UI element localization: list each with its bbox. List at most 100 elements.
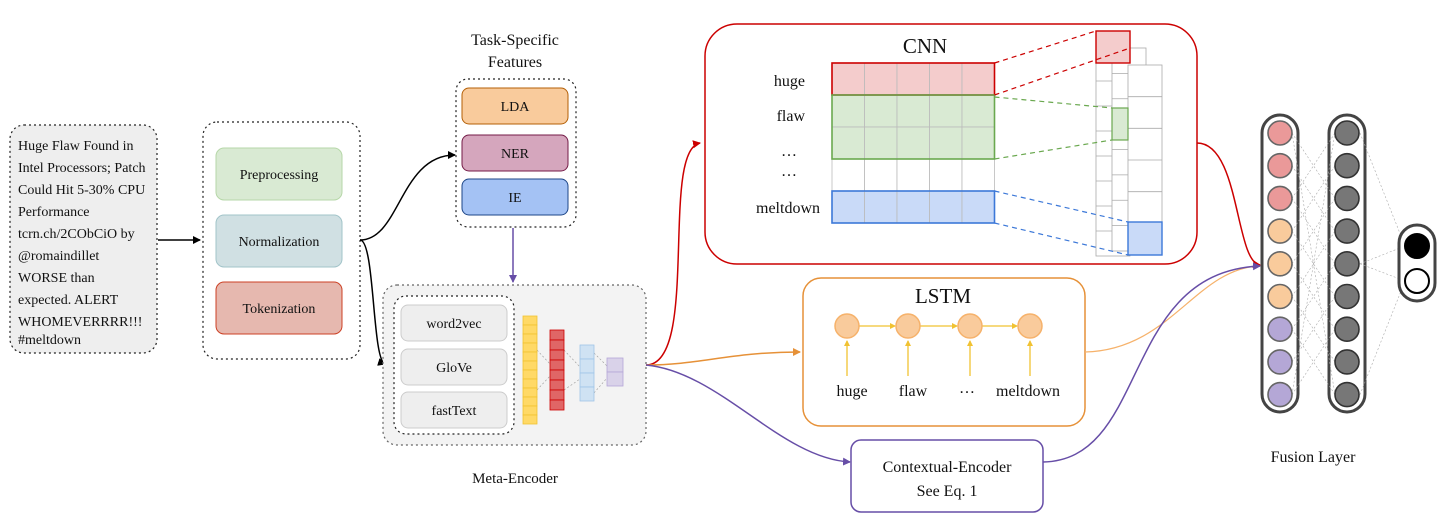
- meta-net-cell: [549, 369, 565, 381]
- fusion-input-node: [1267, 283, 1293, 310]
- feature-cell-blue: [1127, 221, 1163, 256]
- fusion-connections: [1291, 132, 1406, 395]
- meta-net-cell: [549, 389, 565, 401]
- fusion-input-node: [1267, 349, 1293, 375]
- cnn-word-meltdown: meltdown: [756, 200, 820, 217]
- meta-net-cell: [606, 371, 624, 387]
- lstm-word-ellipsis: …: [959, 380, 975, 397]
- fusion-hidden-node: [1334, 152, 1360, 179]
- arrow-to-task-features: [359, 151, 456, 241]
- tokenization-label: Tokenization: [243, 302, 316, 317]
- arrow-contextual-to-fusion: [1042, 262, 1261, 463]
- tweet-line: #meltdown: [18, 333, 81, 348]
- cnn-cell: [929, 62, 963, 96]
- fusion-input-node: [1267, 185, 1293, 212]
- cnn-cell: [896, 190, 930, 224]
- cnn-feature-maps: [994, 30, 1163, 257]
- lda-label: LDA: [501, 100, 531, 115]
- meta-net-cell: [522, 387, 538, 398]
- fasttext-box: [400, 391, 508, 429]
- meta-net-cell: [549, 379, 565, 391]
- cnn-word-ellipsis: …: [781, 163, 797, 180]
- tweet-line: Could Hit 5-30% CPU: [18, 183, 145, 198]
- meta-net-cell: [579, 344, 595, 360]
- cnn-title: CNN: [903, 34, 947, 58]
- preprocessing-group: Preprocessing Normalization Tokenization: [202, 121, 361, 360]
- cnn-cell: [961, 190, 995, 224]
- meta-net-link: [536, 349, 551, 365]
- meta-net-cell: [522, 369, 538, 380]
- meta-net-cell: [606, 357, 624, 373]
- ie-box: [461, 178, 569, 216]
- meta-net-cell: [549, 339, 565, 351]
- contextual-encoder-title: Contextual-Encoder: [883, 459, 1013, 476]
- cnn-projection: [994, 139, 1113, 160]
- cnn-projection: [994, 47, 1131, 96]
- fusion-link: [1291, 198, 1336, 264]
- lstm-title: LSTM: [915, 284, 971, 308]
- fusion-output-link: [1359, 280, 1406, 395]
- cnn-cell: [831, 126, 865, 160]
- glove-box: [400, 348, 508, 386]
- tweet-line: expected. ALERT: [18, 293, 119, 308]
- ner-label: NER: [501, 147, 530, 162]
- fusion-link: [1291, 132, 1336, 199]
- fusion-hidden-node: [1334, 316, 1360, 343]
- cnn-filter-green: [831, 94, 996, 160]
- arrow-lstm-to-fusion: [1084, 265, 1259, 353]
- fusion-link: [1291, 230, 1336, 297]
- tweet-line: WORSE than: [18, 271, 95, 286]
- cnn-group: CNN huge flaw … … meltdown: [704, 23, 1198, 265]
- fusion-link: [1291, 132, 1336, 199]
- fusion-hidden-node: [1334, 381, 1360, 408]
- fusion-input-node: [1267, 152, 1293, 179]
- lstm-group: LSTM huge flaw … meltdown: [802, 277, 1086, 427]
- task-features-title: Task-Specific: [471, 32, 559, 49]
- lstm-cell: [1017, 313, 1043, 339]
- lstm-cell: [957, 313, 983, 339]
- meta-net-cell: [579, 386, 595, 402]
- normalization-label: Normalization: [239, 235, 320, 250]
- fusion-layer-label: Fusion Layer: [1271, 449, 1357, 466]
- glove-label: GloVe: [436, 361, 472, 376]
- meta-net-cell: [549, 329, 565, 341]
- fusion-input-node: [1267, 120, 1293, 146]
- meta-net-link: [563, 378, 581, 391]
- lstm-word-meltdown: meltdown: [996, 383, 1060, 400]
- tweet-line: Intel Processors; Patch: [18, 161, 146, 176]
- contextual-encoder-eq: See Eq. 1: [917, 483, 978, 500]
- tweet-line: WHOMEVERRRR!!!: [18, 315, 142, 330]
- cnn-projection: [994, 222, 1129, 256]
- meta-net-cell: [522, 333, 538, 344]
- meta-net-cell: [522, 315, 538, 326]
- contextual-encoder-group: Contextual-Encoder See Eq. 1: [850, 439, 1044, 513]
- cnn-projection: [994, 96, 1113, 109]
- output-node-empty: [1404, 268, 1430, 294]
- feature-cell-green: [1111, 107, 1129, 141]
- cnn-word-flaw: flaw: [777, 108, 806, 125]
- fusion-hidden-node: [1334, 283, 1360, 310]
- cnn-cell: [831, 94, 865, 128]
- lstm-cell: [895, 313, 921, 339]
- fusion-input-node: [1267, 218, 1293, 244]
- fusion-hidden-node: [1334, 250, 1360, 277]
- lda-box: [461, 87, 569, 125]
- tokenization-step: [215, 281, 343, 335]
- arrow-cnn-to-fusion: [1196, 142, 1261, 269]
- fusion-link: [1291, 329, 1336, 395]
- lstm-chain: [834, 313, 1043, 376]
- cnn-cell: [831, 158, 865, 192]
- preprocessing-step: [215, 147, 343, 201]
- cnn-cell: [864, 94, 898, 128]
- fasttext-label: fastText: [432, 404, 477, 419]
- tweet-line: Performance: [18, 205, 90, 220]
- meta-net-cell: [549, 399, 565, 411]
- cnn-cell: [864, 62, 898, 96]
- fusion-link: [1291, 132, 1336, 395]
- cnn-cell: [896, 94, 930, 128]
- fusion-hidden-node: [1334, 185, 1360, 212]
- meta-net-cell: [522, 414, 538, 425]
- fusion-nodes: [1267, 120, 1360, 408]
- output-node-filled: [1404, 233, 1430, 259]
